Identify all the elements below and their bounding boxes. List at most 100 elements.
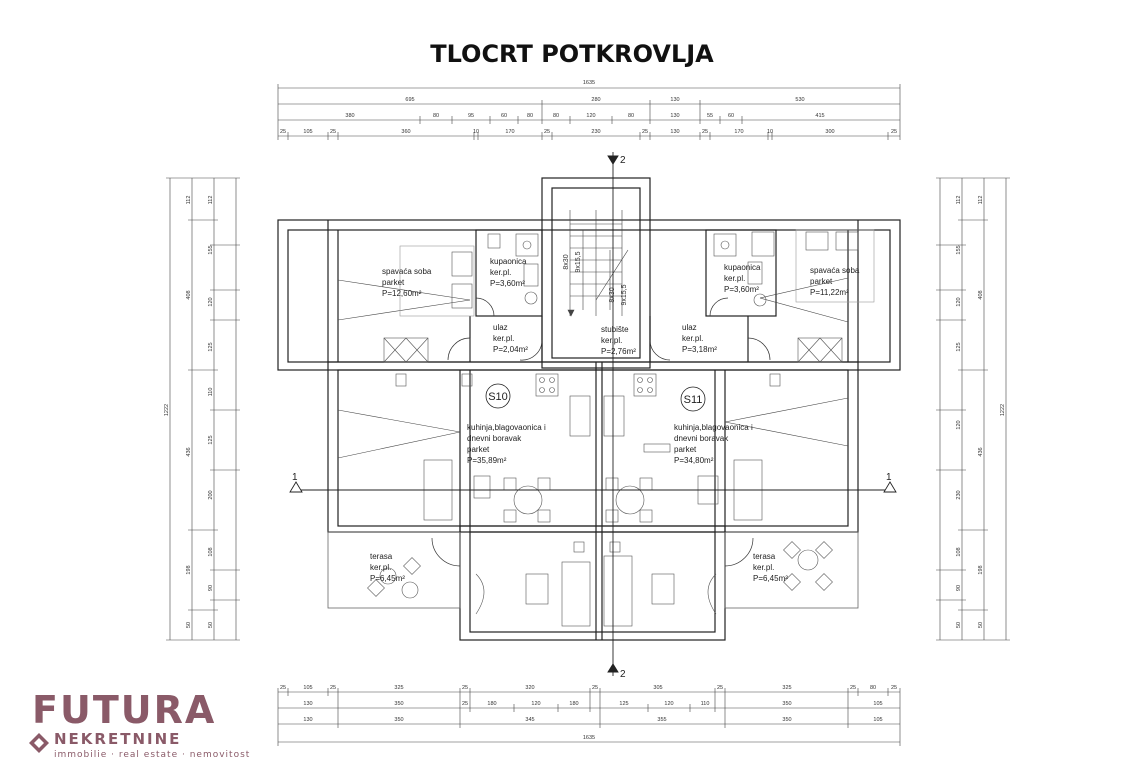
dim-top-r4-6: 25 xyxy=(544,129,550,135)
room-r-terrace-1: ker.pl. xyxy=(753,563,774,572)
dim-left-i5: 125 xyxy=(208,435,214,444)
logo-tagline: immobilie · real estate · nemovitost xyxy=(54,750,251,760)
dim-left-i0: 112 xyxy=(208,196,214,205)
room-stair-0: stubište xyxy=(601,325,629,334)
dim-bot-r2-8: 110 xyxy=(701,701,710,707)
bottom-dimensions xyxy=(277,688,901,746)
dim-bot-r2-6: 125 xyxy=(619,701,628,707)
unit-badge-s11: S11 xyxy=(684,394,703,406)
dim-left-i3: 125 xyxy=(208,342,214,351)
dim-bot-r1-7: 305 xyxy=(653,685,662,691)
dim-top-r4-2: 25 xyxy=(330,129,336,135)
dim-bot-r2-4: 120 xyxy=(531,701,540,707)
dim-bot-r2-5: 180 xyxy=(569,701,578,707)
dim-left-i8: 90 xyxy=(208,585,214,591)
dim-top-r2-2: 130 xyxy=(670,97,679,103)
room-r-entry-2: P=3,18m² xyxy=(682,345,717,354)
dim-bot-total: 1635 xyxy=(583,735,595,741)
dim-left-o0: 112 xyxy=(186,196,192,205)
room-l-bath-0: kupaonica xyxy=(490,257,527,266)
dim-bot-r1-10: 25 xyxy=(850,685,856,691)
bottom-dimension-texts: 25 105 25 325 25 320 25 305 25 325 25 80… xyxy=(280,685,897,741)
unit-badge-s11-circle xyxy=(680,386,706,412)
dim-top-r2-1: 280 xyxy=(591,97,600,103)
dim-top-r3-4: 80 xyxy=(527,113,533,119)
dim-left-i4: 110 xyxy=(208,388,214,397)
room-r-entry-1: ker.pl. xyxy=(682,334,703,343)
stair-label-3: 9x15,5 xyxy=(621,284,628,305)
unit-badge-s10: S10 xyxy=(488,391,508,403)
dim-bot-r1-12: 25 xyxy=(891,685,897,691)
dim-bot-r3-1: 350 xyxy=(394,717,403,723)
dim-bot-r1-4: 25 xyxy=(462,685,468,691)
logo-subtitle: NEKRETNINE xyxy=(54,730,182,748)
stair-labels: 8x30 9x15,5 8x30 9x15,5 xyxy=(563,251,628,305)
dim-right-i7: 90 xyxy=(956,585,962,591)
dim-top-r3-6: 120 xyxy=(586,113,595,119)
room-l-living-1: dnevni boravak xyxy=(467,434,522,443)
roof-lines xyxy=(337,277,849,459)
dim-left-i6: 200 xyxy=(208,490,214,499)
dim-top-r3-7: 80 xyxy=(628,113,634,119)
dim-left-i1: 155 xyxy=(208,245,214,254)
section-mark-texts: 2 2 1 1 xyxy=(292,155,892,680)
room-l-entry-2: P=2,04m² xyxy=(493,345,528,354)
dim-bot-r1-5: 320 xyxy=(525,685,534,691)
room-l-entry-0: ulaz xyxy=(493,323,508,332)
dim-top-r4-13: 300 xyxy=(825,129,834,135)
room-l-entry-1: ker.pl. xyxy=(493,334,514,343)
dim-left-o4: 50 xyxy=(186,622,192,628)
right-dimensions xyxy=(936,177,1010,641)
dim-top-r3-2: 95 xyxy=(468,113,474,119)
dim-top-r4-8: 25 xyxy=(642,129,648,135)
section-mark-right: 1 xyxy=(886,472,892,483)
top-dimensions xyxy=(277,84,901,140)
section-mark-left: 1 xyxy=(292,472,298,483)
dim-top-r4-12: 10 xyxy=(767,129,773,135)
logo-brand: FUTURA xyxy=(32,688,217,732)
room-l-terrace-0: terasa xyxy=(370,552,393,561)
room-r-bed-2: P=11,22m² xyxy=(810,288,849,297)
dim-right-i4: 120 xyxy=(956,420,962,429)
stair-label-2: 8x30 xyxy=(609,287,616,302)
room-labels: spavaća soba parket P=12,60m² kupaonica … xyxy=(370,257,860,583)
room-l-living-0: kuhinja,blagovaonica i xyxy=(467,423,546,432)
dim-top-r3-9: 55 xyxy=(707,113,713,119)
dim-top-r4-9: 130 xyxy=(670,129,679,135)
dim-top-r4-11: 170 xyxy=(734,129,743,135)
section-mark-bottom: 2 xyxy=(620,669,626,680)
dim-left-o1: 408 xyxy=(186,290,192,299)
dim-bot-r1-3: 325 xyxy=(394,685,403,691)
dim-left-o3: 198 xyxy=(186,565,192,574)
dim-bot-r2-10: 105 xyxy=(873,701,882,707)
room-r-terrace-2: P=6,45m² xyxy=(753,574,788,583)
left-dimension-texts: 1222 112 408 436 198 50 112 155 120 125 … xyxy=(164,196,214,628)
dim-bot-r2-0: 130 xyxy=(303,701,312,707)
section-lines xyxy=(289,152,897,676)
dim-top-r4-0: 25 xyxy=(280,129,286,135)
dim-bot-r2-7: 120 xyxy=(664,701,673,707)
room-stair-1: ker.pl. xyxy=(601,336,622,345)
dim-top-r3-8: 130 xyxy=(670,113,679,119)
room-l-living-3: P=35,89m² xyxy=(467,456,507,465)
dim-right-o0: 112 xyxy=(978,196,984,205)
dim-bot-r3-2: 345 xyxy=(525,717,534,723)
room-l-terrace-1: ker.pl. xyxy=(370,563,391,572)
page-title: TLOCRT POTKROVLJA xyxy=(430,40,714,68)
dim-right-o4: 50 xyxy=(978,622,984,628)
room-l-bath-1: ker.pl. xyxy=(490,268,511,277)
room-r-bath-0: kupaonica xyxy=(724,263,761,272)
room-r-terrace-0: terasa xyxy=(753,552,776,561)
dim-left-i7: 108 xyxy=(208,547,214,556)
dim-top-r4-7: 230 xyxy=(591,129,600,135)
dim-bot-r3-5: 105 xyxy=(873,717,882,723)
room-r-living-3: P=34,80m² xyxy=(674,456,714,465)
dim-right-i3: 125 xyxy=(956,342,962,351)
dim-top-r4-1: 105 xyxy=(303,129,312,135)
unit-badges: S10 S11 xyxy=(485,383,706,412)
section-mark-top: 2 xyxy=(620,155,626,166)
dim-right-o1: 408 xyxy=(978,290,984,299)
dim-right-i8: 50 xyxy=(956,622,962,628)
room-r-bed-0: spavaća soba xyxy=(810,266,860,275)
dim-bot-r3-0: 130 xyxy=(303,717,312,723)
